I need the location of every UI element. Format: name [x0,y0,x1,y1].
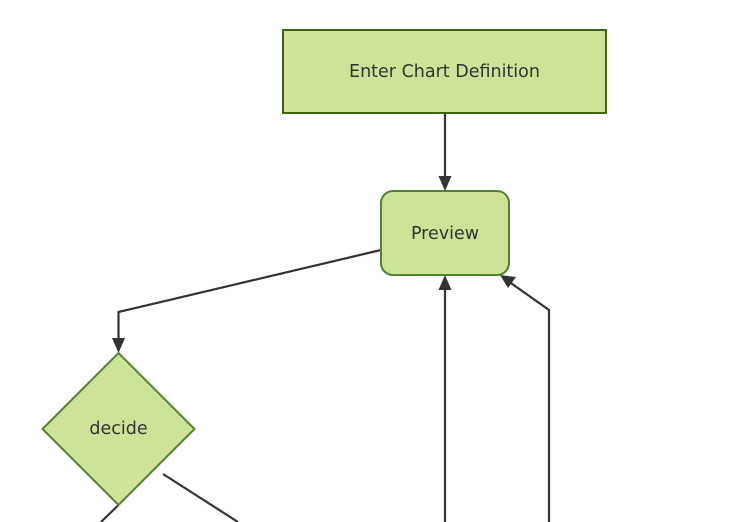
edge-preview-to-decide [117,248,382,344]
node-preview-label: Preview [411,224,479,244]
edge-layer [100,113,551,522]
node-decide-shape[interactable] [41,351,196,507]
node-decide[interactable]: decide [41,351,196,507]
node-layer: Enter Chart Definition Preview decide [41,29,607,507]
node-enter-chart-definition[interactable]: Enter Chart Definition [282,29,607,114]
arrowhead-preview-to-decide [112,338,125,353]
edge-decide-to-bottom-right [162,473,239,522]
edge-return-right-to-preview [507,280,551,522]
arrowhead-return-center-to-preview [438,275,452,290]
node-enter-chart-definition-label: Enter Chart Definition [349,62,540,82]
arrowhead-return-right-to-preview [500,275,516,288]
node-preview[interactable]: Preview [380,190,510,276]
edge-decide-to-bottom-left [100,504,120,522]
node-enter-chart-definition-shape[interactable] [282,29,607,114]
arrowhead-definition-to-preview [438,176,452,191]
node-preview-shape[interactable] [380,190,510,276]
node-decide-label: decide [89,419,147,439]
